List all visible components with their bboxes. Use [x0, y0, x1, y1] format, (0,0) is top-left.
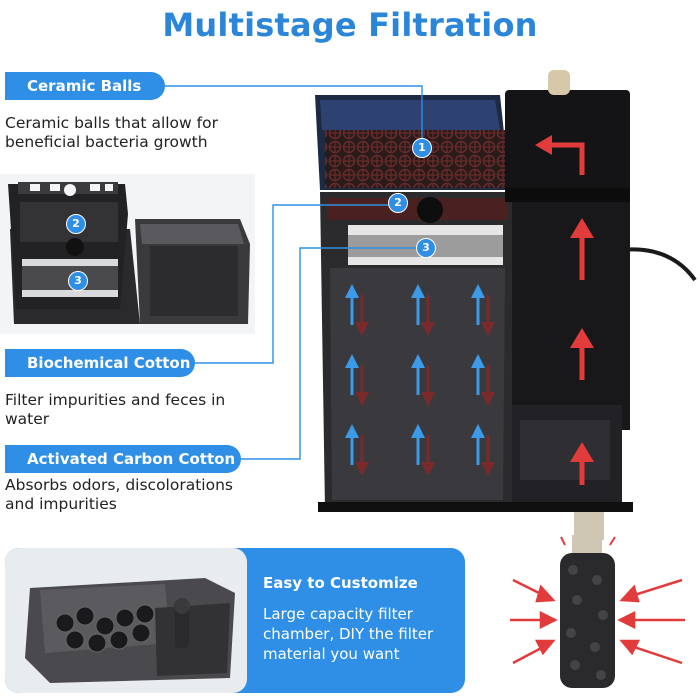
flow-arrow-up-icon — [535, 135, 594, 485]
suction-arrow-icon — [510, 536, 685, 665]
flow-arrow-down-icon — [345, 284, 495, 476]
feature-desc-biochemical-cotton: Filter impurities and feces in water — [5, 391, 226, 428]
customize-panel: Easy to Customize Large capacity filter … — [5, 548, 465, 693]
page-title: Multistage Filtration — [162, 6, 538, 44]
marker-2-inset: 2 — [66, 214, 86, 234]
feature-label-activated-carbon-cotton: Activated Carbon Cotton — [5, 445, 241, 473]
marker-3-inset: 3 — [68, 271, 88, 291]
marker-1-ceramic-balls: 1 — [412, 138, 432, 158]
filter-chamber-photo — [5, 548, 247, 693]
marker-3-activated-carbon: 3 — [416, 238, 436, 258]
sponge-intake-image — [510, 535, 685, 688]
customize-title: Easy to Customize — [263, 574, 418, 592]
feature-label-biochemical-cotton: Biochemical Cotton — [5, 349, 195, 377]
feature-label-ceramic-balls: Ceramic Balls — [5, 72, 165, 100]
marker-2-biochemical-cotton: 2 — [388, 193, 408, 213]
filter-product-image — [315, 70, 697, 540]
customize-description: Large capacity filter chamber, DIY the f… — [263, 605, 434, 663]
feature-desc-activated-carbon-cotton: Absorbs odors, discolorations and impuri… — [5, 476, 233, 513]
feature-desc-ceramic-balls: Ceramic balls that allow for beneficial … — [5, 114, 218, 151]
